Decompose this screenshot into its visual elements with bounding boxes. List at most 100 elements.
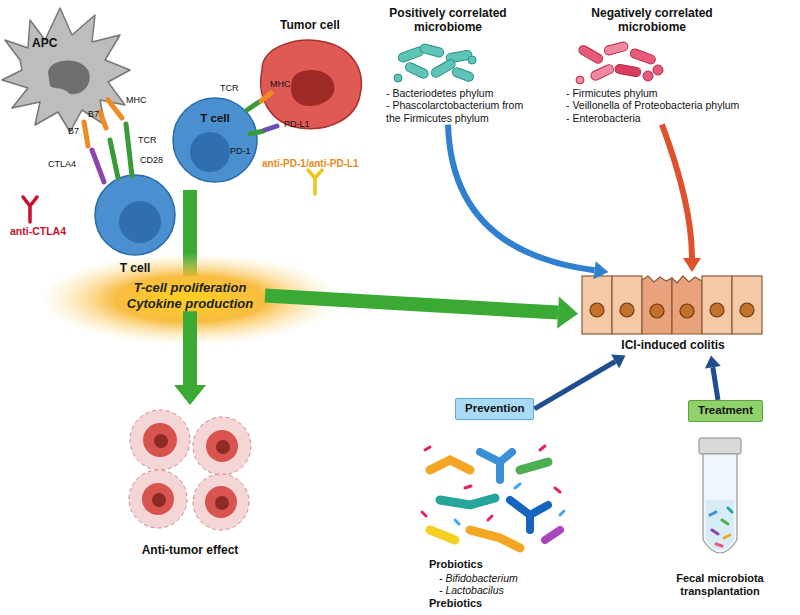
receptor-label: MHC <box>270 80 291 90</box>
epithelium <box>590 303 604 317</box>
positive-bacteria <box>468 56 476 64</box>
receptor-label: CTLA4 <box>48 160 76 170</box>
negative-bacteria <box>576 41 663 84</box>
tumor-cell-group: Anti-tumor effect <box>115 405 265 557</box>
fmt-tube <box>699 438 741 454</box>
t-cell <box>95 175 175 255</box>
microbiome-group: Positively correlated microbiome - Bacter… <box>372 6 524 125</box>
epithelium <box>710 303 724 317</box>
probiotics-illustration <box>510 500 548 530</box>
node-label: Treatment <box>698 404 753 418</box>
node-label: Negatively correlated microbiome <box>577 6 727 35</box>
t-cell <box>173 98 257 182</box>
flow-arrow <box>713 367 718 400</box>
positive-bacteria <box>394 43 476 82</box>
drug-label: anti-CTLA4 <box>10 226 66 238</box>
probiotics-illustration <box>545 530 560 540</box>
probiotics-illustration <box>422 446 564 548</box>
probiotics-illustration <box>430 530 455 540</box>
fmt-tube <box>699 438 741 553</box>
dying-tumor-cells <box>205 486 237 518</box>
negative-bacteria <box>614 64 641 77</box>
node-text: - Phascolarctobacterium from the Firmicu… <box>372 99 524 124</box>
probiotics-illustration <box>515 484 520 488</box>
node-text: - Bacteriodetes phylum <box>372 87 524 100</box>
dying-tumor-cells <box>152 493 166 507</box>
negative-bacteria <box>643 71 653 81</box>
negative-bacteria <box>577 44 604 65</box>
fmt-tube <box>710 512 716 515</box>
node-text: - Enterobacteria <box>552 112 752 125</box>
flow-arrow <box>265 296 558 313</box>
node-text: - Firmicutes phylum <box>552 87 752 100</box>
tumor-cell <box>261 40 362 128</box>
node-label: T cell <box>173 112 257 126</box>
receptor-symbol <box>126 124 132 176</box>
receptor-label: PD-1 <box>230 147 251 157</box>
tumor-cell <box>291 70 334 106</box>
fmt-tube <box>724 535 730 538</box>
negative-bacteria <box>653 65 663 75</box>
receptor-symbol <box>265 126 277 130</box>
node-label: APC <box>32 36 57 50</box>
node-label: Prevention <box>465 402 524 416</box>
drug-label: anti-PD-1/anti-PD-L1 <box>262 158 359 169</box>
t-cell <box>119 201 161 243</box>
node-label: Positively correlated microbiome <box>372 6 524 35</box>
receptor-symbol <box>247 93 277 134</box>
negative-bacteria <box>589 63 615 81</box>
node-text: Prebiotics <box>415 597 580 610</box>
apc-cell <box>2 8 130 132</box>
epithelium <box>642 276 672 334</box>
node-text: - Veillonella of Proteobacteria phylum <box>552 99 752 112</box>
t-cell <box>190 132 230 172</box>
epithelium <box>732 276 762 334</box>
apc-cell <box>48 60 90 94</box>
process-glow: T-cell proliferation Cytokine production <box>115 280 265 311</box>
probiotics-illustration <box>455 520 459 524</box>
receptor-label: CD28 <box>140 156 163 166</box>
receptor-symbol <box>250 131 263 134</box>
receptor-label: B7 <box>88 110 99 120</box>
fmt-tube <box>728 508 732 512</box>
fmt-tube <box>722 520 728 524</box>
receptor-symbol <box>108 100 122 118</box>
probiotics-group: Probiotics- Bifidobacterium- Lactobacilu… <box>415 432 580 610</box>
dying-tumor-cells <box>142 483 174 515</box>
antibody-symbol <box>308 170 322 194</box>
epithelium <box>672 276 702 334</box>
dying-tumor-cells <box>130 410 190 470</box>
epithelium <box>702 276 732 334</box>
receptor-symbol <box>261 93 271 101</box>
apc-cell <box>2 8 130 132</box>
node-label: ICI-induced colitis <box>578 338 768 352</box>
positive-bacteria <box>451 66 475 82</box>
flow-arrow <box>662 125 692 258</box>
positive-bacteria <box>404 61 430 79</box>
flow-arrow <box>183 311 197 385</box>
receptor-symbol <box>84 100 132 182</box>
tumor-cell <box>261 40 362 128</box>
probiotics-illustration <box>520 462 548 470</box>
t-cell: T cell <box>173 98 257 182</box>
dying-tumor-cells <box>129 470 187 528</box>
probiotics-illustration <box>422 446 560 520</box>
node-label: T-cell proliferation Cytokine production <box>115 280 265 311</box>
receptor-label: TCR <box>220 84 239 94</box>
probiotics-illustration <box>480 452 512 480</box>
probiotics-illustration <box>455 484 564 524</box>
node-label: Probiotics <box>415 558 580 571</box>
probiotics-illustration <box>560 511 564 515</box>
probiotics-illustration <box>465 486 471 488</box>
epithelium <box>620 303 634 317</box>
negative-bacteria <box>576 76 584 84</box>
probiotics-illustration <box>540 446 545 450</box>
antibody-symbol <box>23 197 37 222</box>
epithelium: ICI-induced colitis <box>578 272 768 355</box>
flow-arrow <box>534 361 615 408</box>
epithelium <box>740 303 754 317</box>
fmt-tube <box>716 544 722 546</box>
dying-tumor-cells <box>129 410 251 530</box>
dying-tumor-cells <box>206 430 238 462</box>
